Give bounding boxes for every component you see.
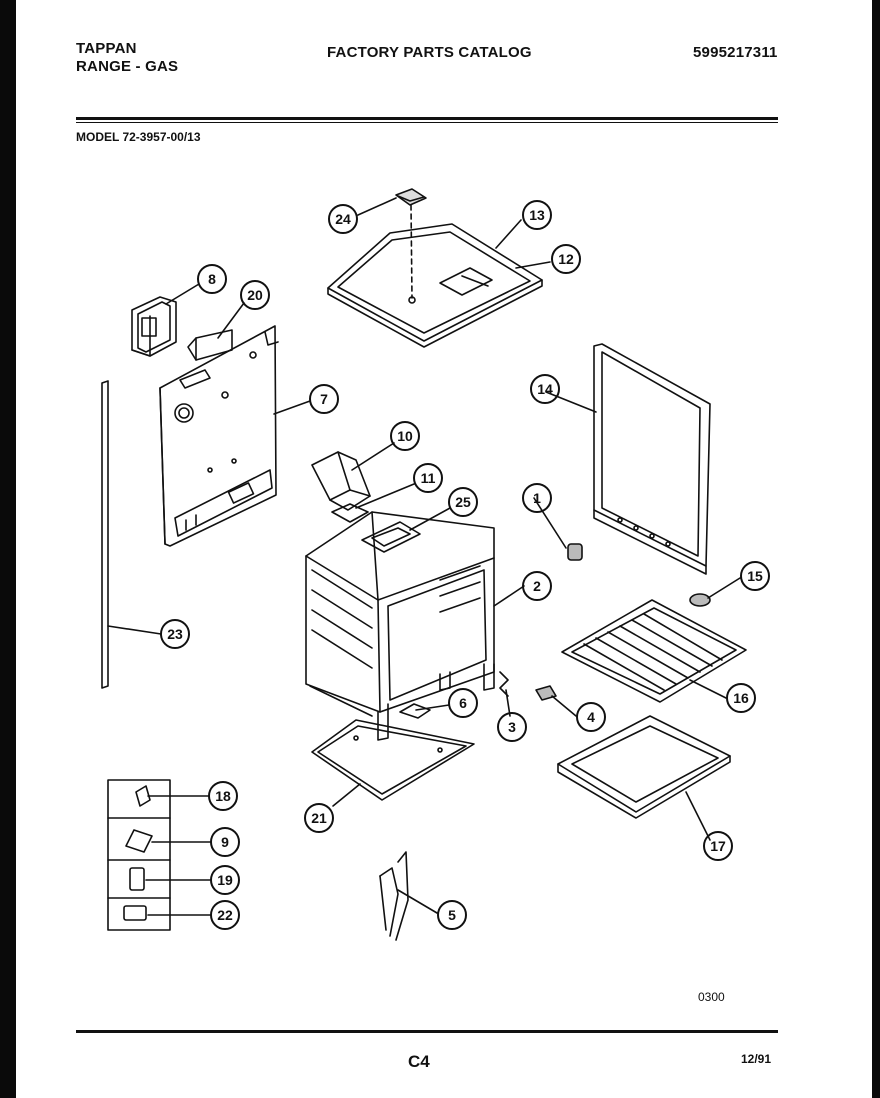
- callout-12: 12: [558, 251, 574, 267]
- product-type: RANGE - GAS: [76, 58, 179, 75]
- part-17-broiler-pan: [557, 715, 731, 819]
- part-16-rack: [561, 599, 747, 703]
- part-6-fitting: [399, 703, 431, 719]
- catalog-title: FACTORY PARTS CATALOG: [327, 44, 532, 61]
- part-20-duct: [187, 329, 233, 361]
- callout-3: 3: [508, 719, 516, 735]
- scan-edge-right: [872, 0, 880, 1098]
- callout-23: 23: [167, 626, 183, 642]
- callout-20: 20: [247, 287, 263, 303]
- part-15-clip: [689, 593, 711, 607]
- callout-21: 21: [311, 810, 327, 826]
- callout-17: 17: [710, 838, 726, 854]
- scan-edge-left: [0, 0, 16, 1098]
- part-1-knob: [567, 543, 583, 561]
- header-rule: [76, 117, 778, 120]
- part-8-vent: [131, 296, 177, 357]
- part-23-trim: [101, 380, 109, 689]
- callout-4: 4: [587, 709, 595, 725]
- callout-2: 2: [533, 578, 541, 594]
- part-2-oven-body: [305, 511, 495, 741]
- header-rule-thin: [76, 122, 778, 123]
- callout-15: 15: [747, 568, 763, 584]
- part-24-bracket: [395, 188, 427, 206]
- part-4-igniter: [535, 685, 557, 701]
- callout-11: 11: [421, 470, 436, 486]
- callout-6: 6: [459, 695, 467, 711]
- callout-18: 18: [215, 788, 231, 804]
- part-25-burner: [361, 521, 421, 553]
- catalog-date: 12/91: [741, 1052, 772, 1066]
- diagram-code: 0300: [698, 990, 725, 1004]
- part-3-spring: [499, 671, 509, 697]
- part-14-door-frame: [593, 343, 711, 575]
- callout-22: 22: [217, 907, 233, 923]
- callout-16: 16: [733, 690, 749, 706]
- part-21-bottom-panel: [311, 719, 475, 801]
- callout-5: 5: [448, 907, 456, 923]
- callout-8: 8: [208, 271, 216, 287]
- part-5-burner-tube: [379, 851, 409, 941]
- callout-25: 25: [455, 494, 471, 510]
- catalog-number: 5995217311: [693, 44, 778, 61]
- model-number: MODEL 72-3957-00/13: [76, 130, 201, 144]
- callout-labels: 24 13 12 8 20 7 10 11 25 1 2 14 15 16 6 …: [167, 207, 763, 923]
- part-7-back-panel: [159, 325, 279, 547]
- part-11-bracket: [331, 503, 369, 523]
- page-code: C4: [408, 1052, 430, 1071]
- callout-14: 14: [537, 381, 553, 397]
- callout-7: 7: [320, 391, 328, 407]
- part-10-flue: [311, 451, 371, 511]
- part-13-top-cover: [327, 223, 543, 348]
- callout-13: 13: [529, 207, 545, 223]
- brand-name: TAPPAN: [76, 40, 137, 57]
- callout-24: 24: [335, 211, 351, 227]
- callout-19: 19: [217, 872, 233, 888]
- callout-1: 1: [533, 490, 541, 506]
- callout-10: 10: [397, 428, 413, 444]
- callout-9: 9: [221, 834, 229, 850]
- footer-rule: [76, 1030, 778, 1033]
- small-parts-grid: [107, 779, 171, 931]
- callouts: [160, 200, 770, 930]
